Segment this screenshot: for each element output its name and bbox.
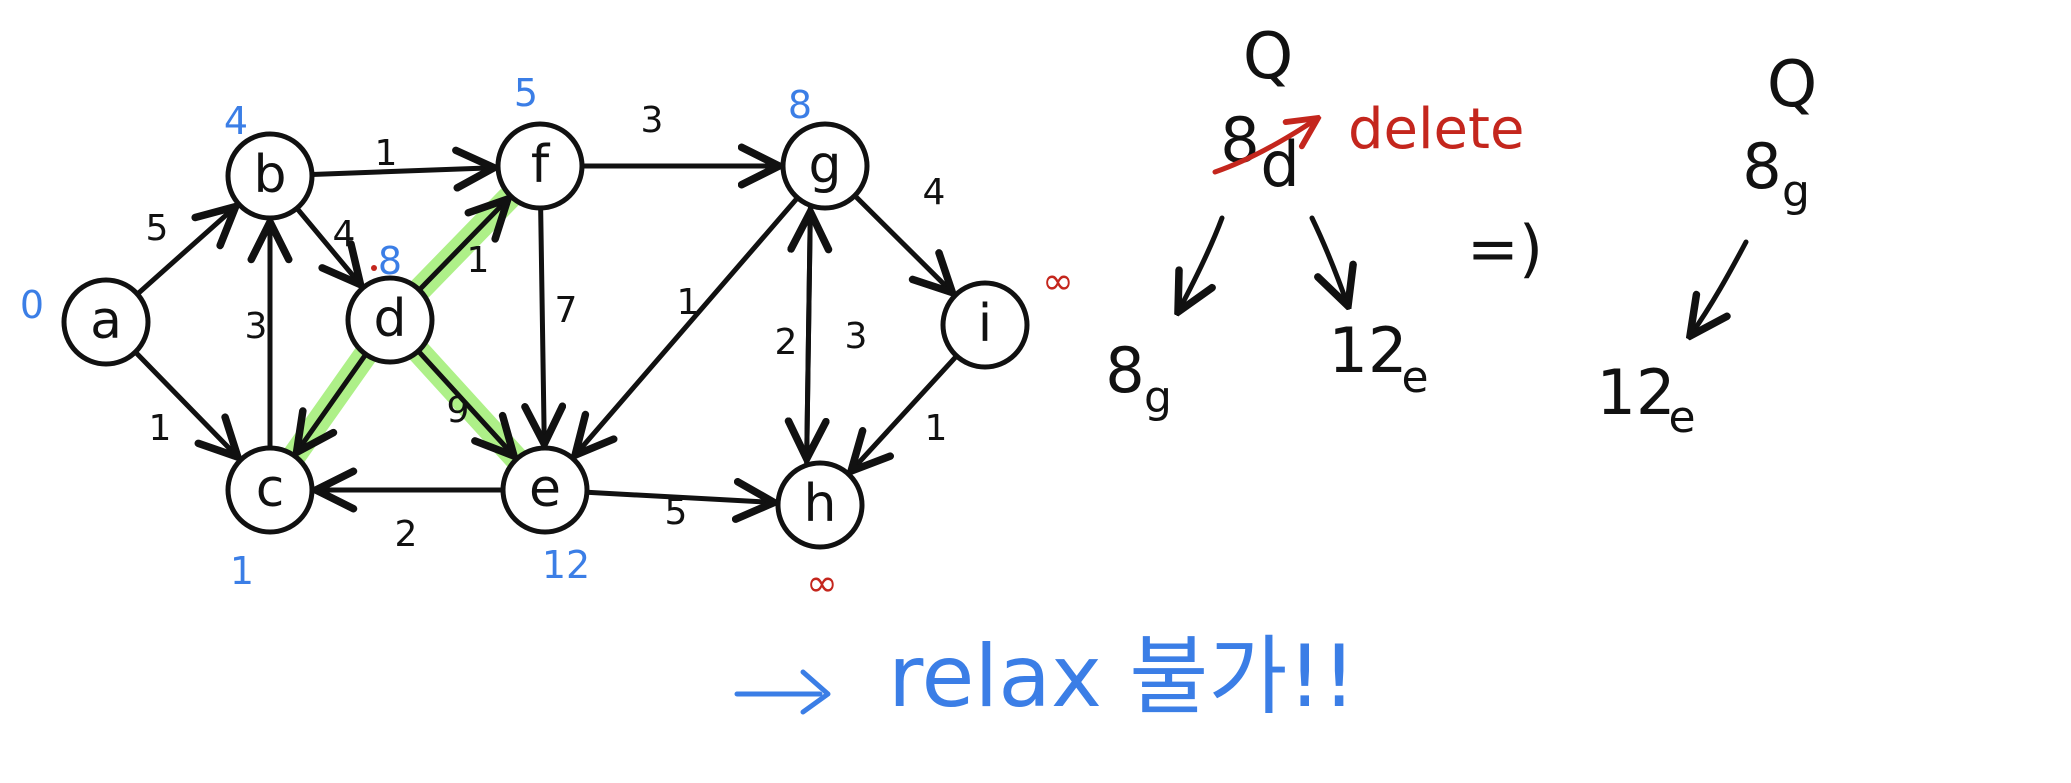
node-b-distance: 4 — [224, 99, 248, 143]
node-g-label: g — [808, 135, 841, 195]
node-b: b — [225, 131, 315, 221]
node-g-circle — [780, 121, 870, 211]
queue-after-child-value: 12 — [1597, 356, 1676, 429]
transition-symbol: =) — [1467, 212, 1543, 285]
edge-weight-g-h: 3 — [845, 316, 868, 357]
node-c-circle — [225, 445, 315, 535]
queue-after-root-node: g — [1782, 166, 1810, 217]
node-d-label: d — [373, 289, 406, 349]
edge-weight-d-e: 9 — [447, 390, 470, 431]
edge-b-f — [309, 168, 494, 175]
queue-before-child-left-value: 8 — [1105, 334, 1144, 407]
edge-weight-a-c: 1 — [149, 408, 172, 449]
edge-d-e — [415, 348, 514, 456]
node-d-circle — [345, 275, 435, 365]
edge-g-i — [852, 193, 953, 293]
node-g: g — [780, 121, 870, 211]
queue-before-child-right: 12 e — [1329, 314, 1429, 403]
node-c: c — [225, 445, 315, 535]
node-b-circle — [225, 131, 315, 221]
graph-nodes: a b c d e f g h i — [61, 121, 1030, 550]
edge-weight-c-b: 3 — [245, 306, 268, 347]
node-b-label: b — [253, 145, 286, 205]
node-i: i — [940, 280, 1030, 370]
node-e: e — [500, 445, 590, 535]
node-i-distance: ∞ — [1042, 259, 1074, 303]
node-a-circle — [61, 277, 151, 367]
node-d-distance: 8 — [378, 239, 402, 283]
node-h-label: h — [804, 474, 837, 534]
node-c-distance: 1 — [230, 549, 254, 593]
node-h: h — [775, 460, 865, 550]
delete-label: delete — [1348, 97, 1524, 162]
queue-before-child-right-value: 12 — [1329, 314, 1408, 387]
edge-g-e — [575, 195, 801, 455]
edge-weight-b-d: 4 — [333, 214, 356, 255]
edge-weight-e-c: 2 — [395, 514, 418, 555]
node-e-circle — [500, 445, 590, 535]
queue-after-root-value: 8 — [1742, 130, 1781, 203]
edge-weight-f-e: 7 — [555, 290, 578, 331]
queue-after-child: 12 e — [1597, 356, 1696, 443]
node-c-label: c — [256, 459, 285, 519]
node-a-label: a — [90, 291, 122, 351]
bottom-note: relax 불가!! — [734, 627, 1356, 727]
queue-after-child-node: e — [1668, 392, 1695, 443]
edge-weight-a-b: 5 — [146, 208, 169, 249]
edge-a-c — [132, 349, 238, 457]
node-e-distance: 12 — [542, 543, 590, 587]
edge-e-h — [584, 492, 774, 502]
node-i-circle — [940, 280, 1030, 370]
bottom-note-text: relax 불가!! — [888, 627, 1356, 727]
node-f: f — [495, 121, 585, 211]
node-f-label: f — [531, 135, 551, 195]
edge-weight-g-i: 4 — [923, 172, 946, 213]
bottom-note-arrow-head — [800, 669, 831, 715]
node-i-label: i — [978, 294, 992, 354]
queue-before-right-branch — [1309, 215, 1348, 306]
node-h-distance: ∞ — [806, 561, 838, 605]
node-g-distance: 8 — [788, 83, 812, 127]
edge-d-f — [416, 199, 508, 293]
edge-weight-g-e: 1 — [677, 282, 700, 323]
edge-weight-e-h: 5 — [665, 492, 688, 533]
edge-f-e — [541, 205, 545, 444]
edge-a-b — [134, 207, 235, 297]
queue-after-title: Q — [1767, 48, 1817, 122]
queue-before-left-branch — [1178, 215, 1225, 312]
queue-before-child-left-node: g — [1144, 372, 1172, 423]
queue-before-title: Q — [1243, 20, 1293, 94]
edge-weight-h-g: 2 — [775, 322, 798, 363]
graph-edges — [132, 166, 960, 502]
queue-before-child-right-node: e — [1401, 352, 1428, 403]
delete-strike-arrow — [1212, 118, 1318, 175]
node-f-distance: 5 — [514, 71, 538, 115]
edge-g-h — [807, 205, 811, 459]
queue-before: Q 8 d delete 8 g 12 e — [1105, 20, 1524, 423]
edge-weight-d-f: 1 — [467, 240, 490, 281]
queue-after: Q 8 g 12 e — [1597, 48, 1818, 443]
node-f-circle — [495, 121, 585, 211]
node-d-distance-dot — [371, 265, 377, 271]
edge-d-c — [297, 351, 369, 452]
edge-i-h — [851, 353, 960, 471]
edge-weight-i-h: 1 — [925, 408, 948, 449]
edge-weight-b-f: 1 — [375, 133, 398, 174]
queue-after-branch — [1690, 239, 1749, 336]
node-a: a — [61, 277, 151, 367]
node-e-label: e — [529, 459, 561, 519]
queue-after-root: 8 g — [1742, 130, 1810, 217]
node-h-circle — [775, 460, 865, 550]
edge-weight-f-g: 3 — [641, 100, 664, 141]
node-d: d — [345, 275, 435, 365]
queue-before-child-left: 8 g — [1105, 334, 1172, 423]
edge-b-d — [294, 205, 361, 284]
node-a-distance: 0 — [20, 283, 44, 327]
